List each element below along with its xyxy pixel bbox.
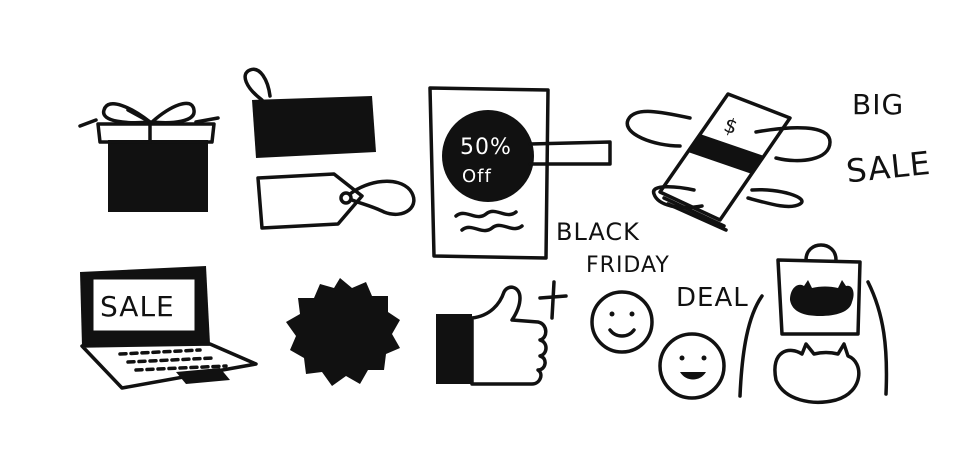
laptop-keyboard [118,348,228,372]
deal-text: DEAL [676,283,749,313]
price-tag-icon [256,172,416,230]
money-stack-icon: $ [625,92,832,232]
thumbs-up-icon [436,285,548,386]
discount-off-text: Off [462,166,492,187]
laptop-icon: SALE [80,266,258,390]
currency-symbol-text: $ [721,112,742,139]
big-sale-text-group: BIG SALE [844,88,932,190]
badge-icon [286,278,400,386]
big-text: BIG [852,88,904,121]
black-friday-text-group: BLACK FRIDAY [556,218,670,278]
friday-text: FRIDAY [586,253,670,278]
sparkle-icon [538,280,568,320]
big-sale-text: SALE [844,144,932,191]
laptop-sale-text: SALE [100,290,175,323]
shopping-bag-icon [738,243,889,404]
sale-poster-icon: 50% Off [428,86,612,260]
blank-banner-icon [243,67,376,158]
gift-box-icon [78,101,220,212]
black-text: BLACK [556,218,640,246]
smiley-face-icon [658,332,726,400]
smiley-face-icon [590,290,654,354]
discount-percent-text: 50% [460,135,512,160]
